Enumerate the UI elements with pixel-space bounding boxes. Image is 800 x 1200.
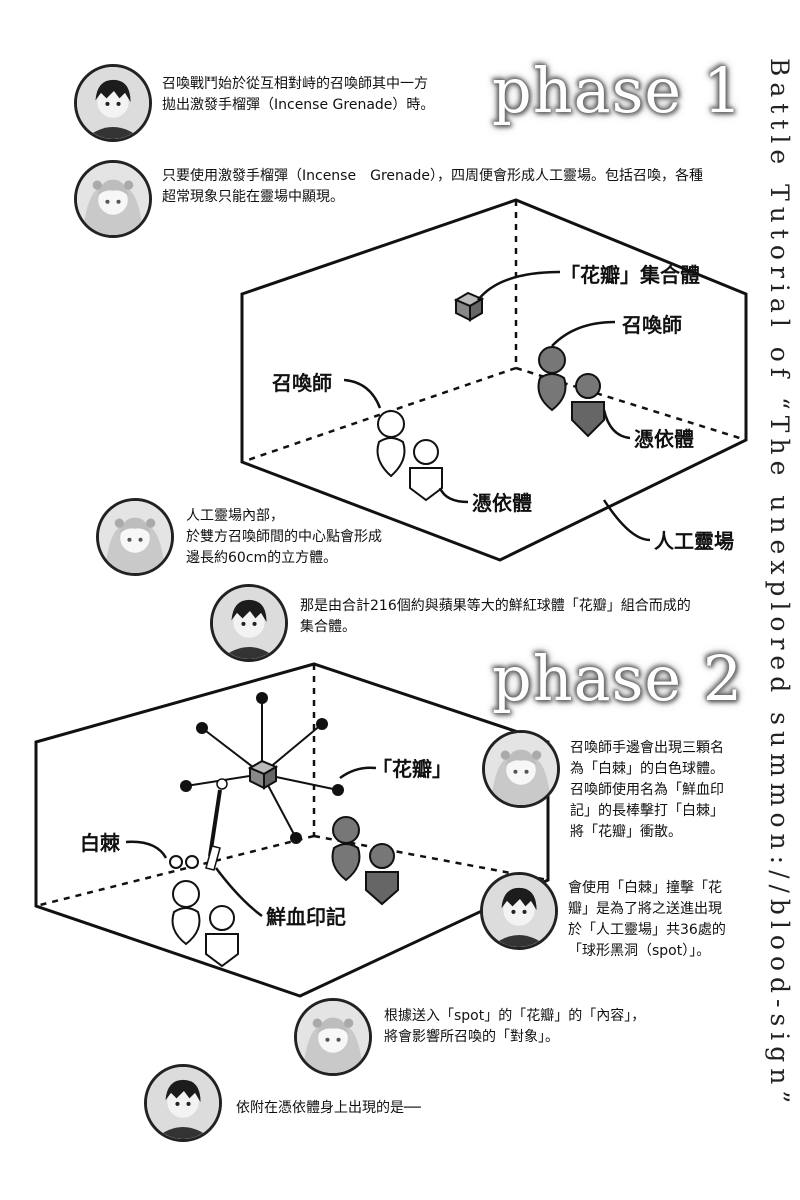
summoner-right-figure — [537, 346, 605, 438]
boy-avatar-icon — [74, 64, 152, 142]
dialogue-text: 人工靈場內部， 於雙方召喚師間的中心點會形成 邊長約60cm的立方體。 — [186, 508, 382, 566]
label-blood-sign: 鮮血印記 — [266, 905, 346, 929]
label-petal-cluster: 「花瓣」集合體 — [560, 263, 700, 287]
label-summoner-right: 召喚師 — [621, 313, 682, 337]
summoner-left-figure — [376, 410, 443, 502]
dialogue-text: 召喚戰鬥始於從互相對峙的召喚師其中一方 拋出激發手榴彈（Incense Gren… — [162, 76, 435, 113]
summoner-white-figure — [171, 880, 239, 968]
dialogue-text: 那是由合計216個約與蘋果等大的鮮紅球體「花瓣」組合而成的 集合體。 — [300, 598, 691, 635]
petal-cluster-cube-icon — [453, 291, 485, 322]
boy-avatar-icon — [210, 584, 288, 662]
label-white-thorn: 白棘 — [80, 831, 121, 855]
boy-avatar-icon — [144, 1064, 222, 1142]
label-summoner-left: 召喚師 — [271, 371, 332, 395]
girl-avatar-icon — [294, 998, 372, 1076]
petal-spheres — [180, 692, 344, 844]
girl-avatar-icon — [74, 160, 152, 238]
vertical-title: Battle Tutorial of “The unexplored summo… — [765, 58, 794, 1110]
boy-avatar-icon — [480, 872, 558, 950]
label-vessel-left: 憑依體 — [472, 491, 532, 515]
summoner-dark-figure — [331, 816, 399, 906]
petal-cube-icon — [247, 759, 279, 790]
dialogue-text: 召喚師手邊會出現三顆名 為「白棘」的白色球體。 召喚師使用名為「鮮血印 記」的長… — [570, 740, 724, 840]
dialogue-text: 根據送入「spot」的「花瓣」的「內容」， 將會影響所召喚的「對象」。 — [384, 1008, 646, 1045]
label-petal: 「花瓣」 — [372, 757, 452, 781]
phase2-heading: phase 2 — [492, 642, 744, 715]
label-artificial-field: 人工靈場 — [654, 530, 734, 553]
phase1-heading: phase 1 — [492, 54, 744, 127]
dialogue-text: 只要使用激發手榴彈（Incense Grenade），四周便會形成人工靈場。包括… — [162, 168, 703, 205]
blood-sign-stick — [205, 778, 228, 871]
dialogue-text: 會使用「白棘」撞擊「花 瓣」是為了將之送進出現 於「人工靈場」共36處的 「球形… — [568, 880, 726, 959]
label-vessel-right: 憑依體 — [634, 427, 694, 451]
white-thorn-spheres — [169, 855, 199, 869]
dialogue-text: 依附在憑依體身上出現的是── — [236, 1100, 421, 1116]
girl-avatar-icon — [482, 730, 560, 808]
girl-avatar-icon — [96, 498, 174, 576]
